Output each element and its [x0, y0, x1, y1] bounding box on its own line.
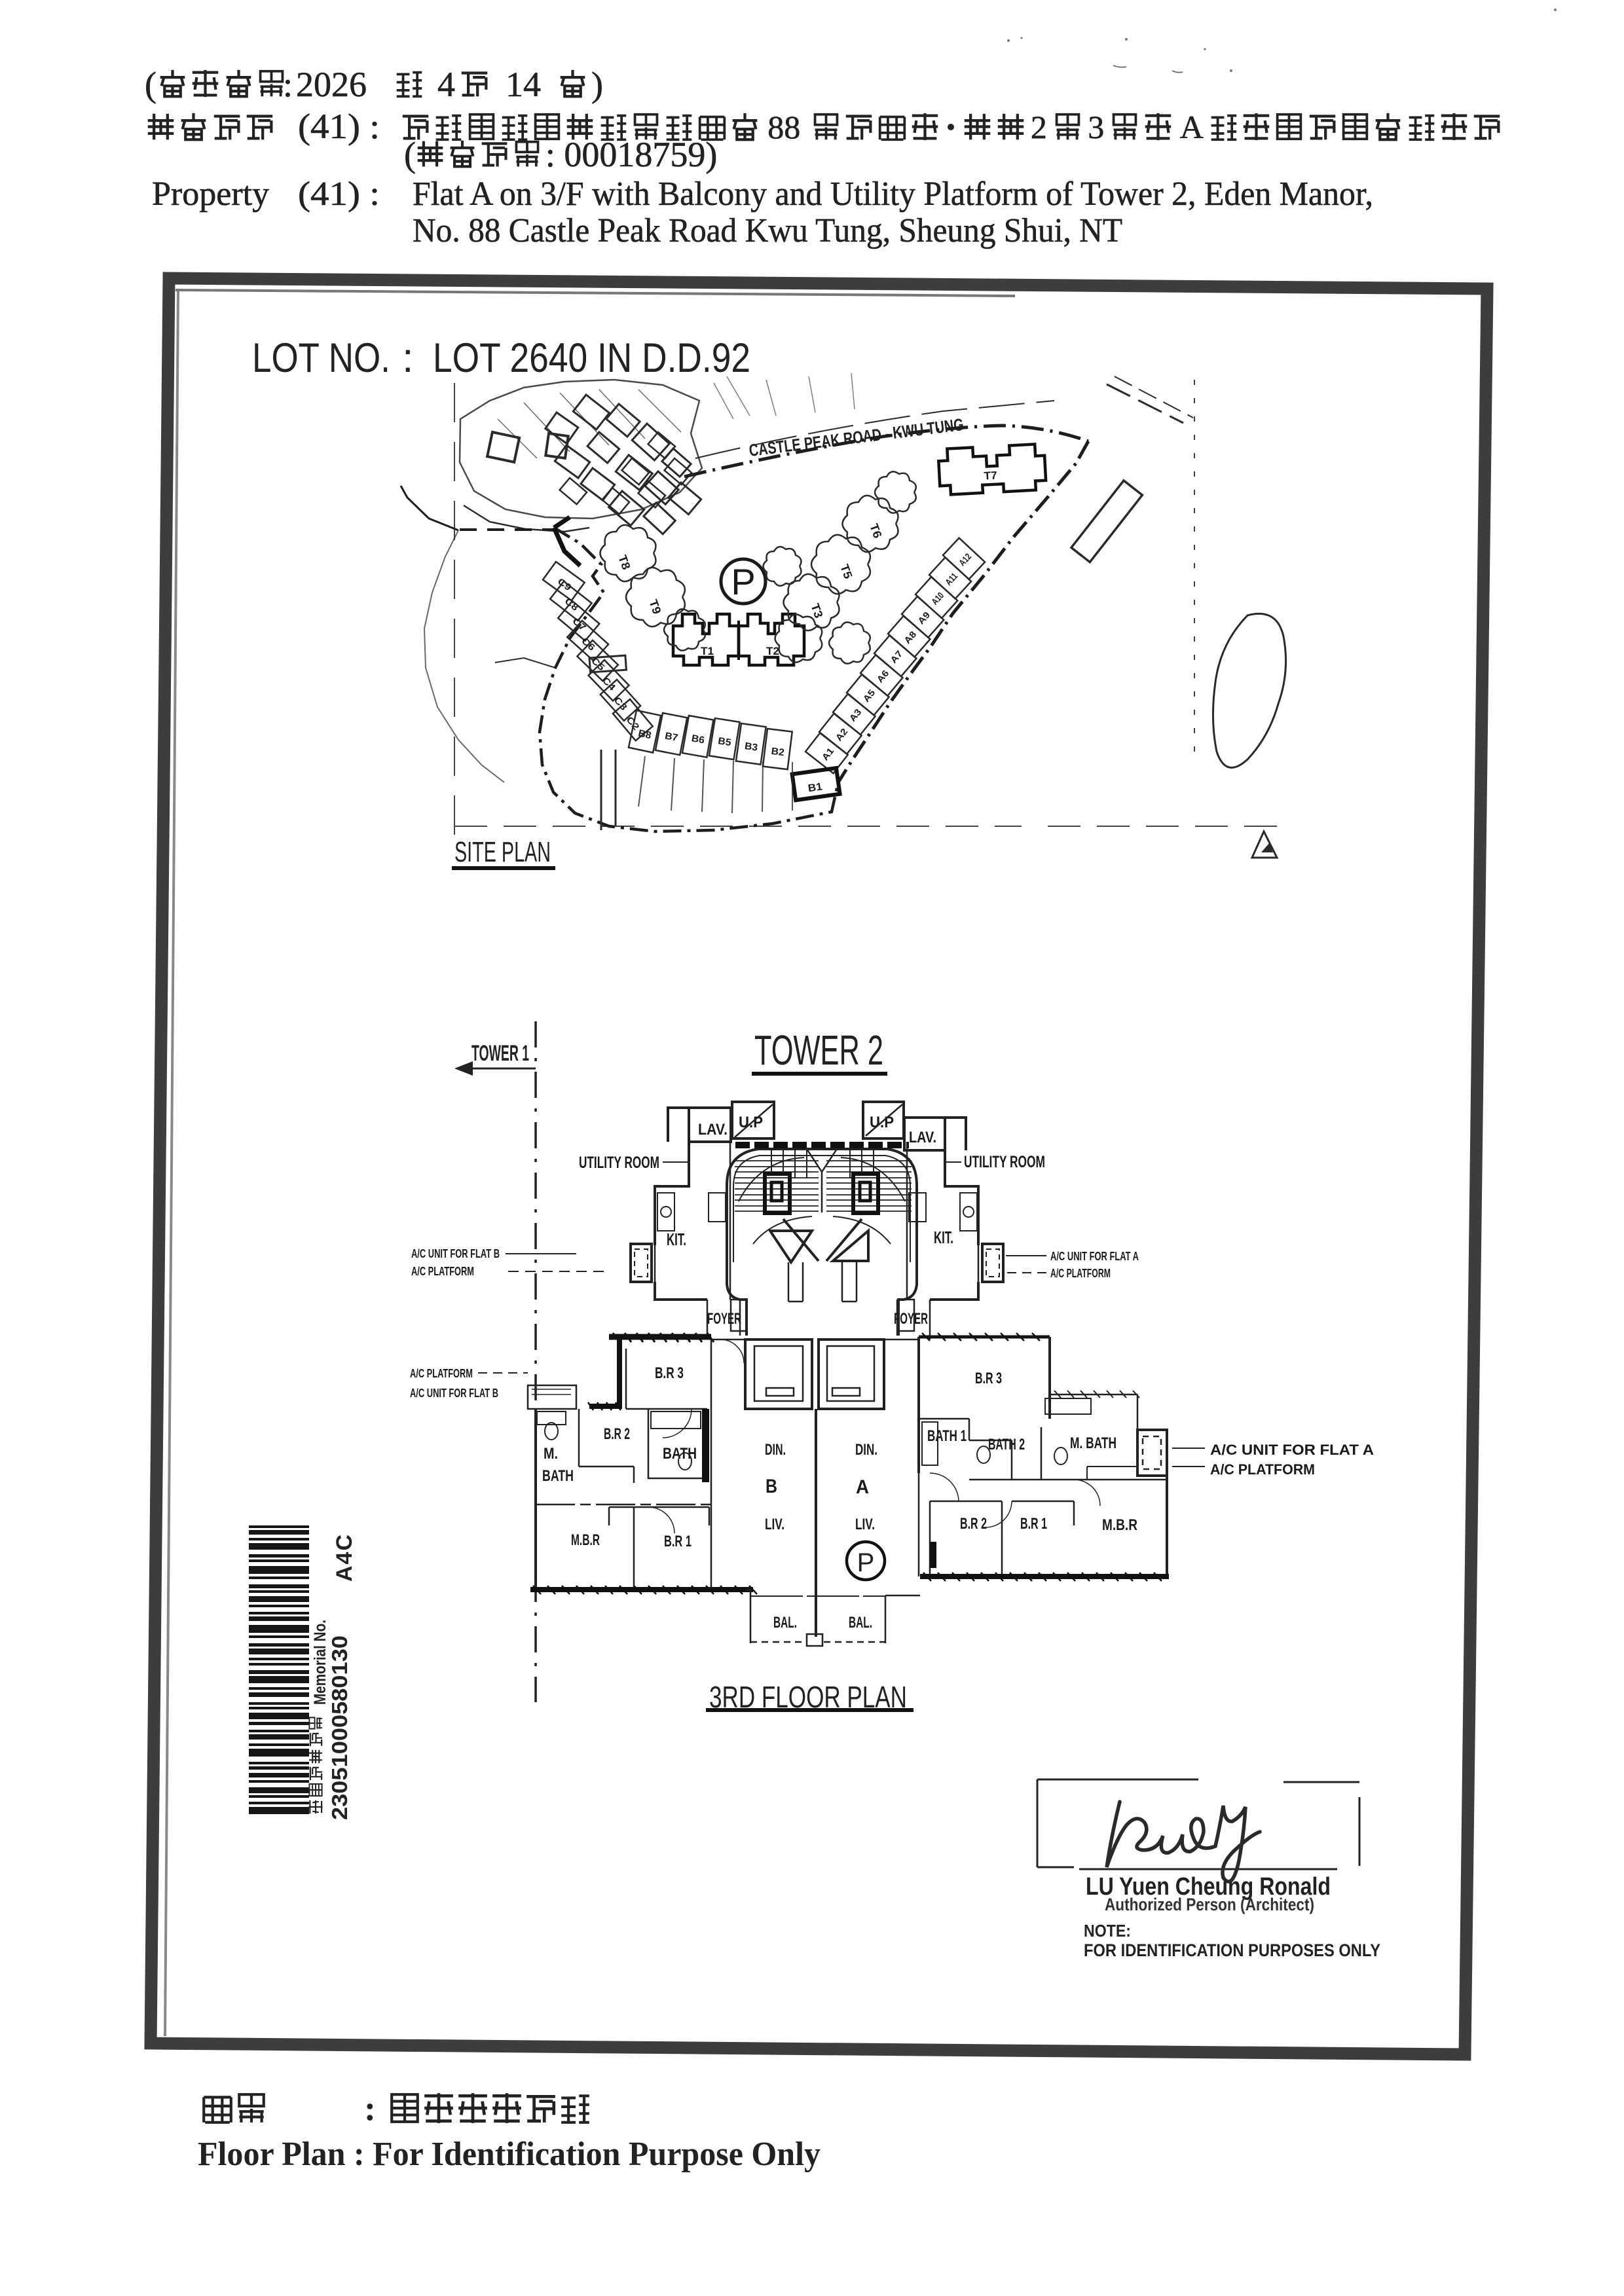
svg-text:LAV.: LAV.: [909, 1129, 936, 1146]
svg-text:A/C PLATFORM: A/C PLATFORM: [410, 1367, 473, 1380]
svg-text:M. BATH: M. BATH: [1070, 1434, 1116, 1452]
svg-text:LOT 2640 IN D.D.92: LOT 2640 IN D.D.92: [433, 335, 750, 381]
svg-text:A/C UNIT FOR FLAT B: A/C UNIT FOR FLAT B: [411, 1247, 500, 1260]
svg-text:14: 14: [506, 65, 541, 104]
svg-text:2: 2: [1031, 109, 1047, 145]
svg-text:88: 88: [767, 109, 800, 145]
svg-text:A/C UNIT FOR FLAT A: A/C UNIT FOR FLAT A: [1050, 1250, 1139, 1263]
svg-text:NOTE:: NOTE:: [1084, 1921, 1131, 1941]
svg-text:T1: T1: [701, 645, 714, 657]
svg-text:3: 3: [1088, 109, 1104, 145]
svg-text:M.B.R: M.B.R: [571, 1531, 600, 1549]
svg-text:B: B: [766, 1476, 777, 1497]
svg-text:B.R 3: B.R 3: [655, 1364, 684, 1382]
svg-text:B3: B3: [744, 740, 758, 754]
svg-text:(: (: [145, 65, 157, 104]
svg-text:DIN.: DIN.: [765, 1441, 786, 1459]
svg-text:A/C UNIT FOR FLAT B: A/C UNIT FOR FLAT B: [410, 1387, 498, 1400]
svg-text:A/C PLATFORM: A/C PLATFORM: [1210, 1461, 1315, 1478]
svg-text:P: P: [731, 561, 755, 602]
svg-text:KIT.: KIT.: [934, 1228, 953, 1247]
svg-text:(41) :: (41) :: [298, 107, 380, 146]
svg-text:LAV.: LAV.: [698, 1121, 728, 1139]
svg-text:): ): [591, 65, 603, 104]
svg-text:BAL.: BAL.: [849, 1614, 872, 1631]
svg-text:P: P: [857, 1548, 875, 1577]
svg-text::: :: [364, 2088, 376, 2128]
svg-text:M.B.R: M.B.R: [1102, 1516, 1137, 1534]
svg-text:B5: B5: [717, 735, 731, 748]
svg-text:UTILITY ROOM: UTILITY ROOM: [964, 1153, 1045, 1171]
svg-text:DIN.: DIN.: [855, 1441, 877, 1459]
svg-text:4: 4: [437, 65, 455, 104]
svg-text:TOWER 1: TOWER 1: [471, 1041, 529, 1066]
svg-text:A: A: [1180, 109, 1204, 145]
svg-text:A4C: A4C: [332, 1533, 357, 1582]
svg-text:B.R 3: B.R 3: [975, 1370, 1002, 1387]
svg-text:A/C UNIT FOR FLAT A: A/C UNIT FOR FLAT A: [1210, 1442, 1374, 1458]
svg-text:Memorial No.: Memorial No.: [311, 1620, 329, 1705]
svg-text:Property: Property: [152, 175, 269, 213]
svg-text::: :: [283, 65, 293, 104]
svg-text:B.R 2: B.R 2: [960, 1515, 987, 1533]
svg-text:B.R 2: B.R 2: [604, 1425, 630, 1443]
svg-text:2026: 2026: [296, 65, 367, 104]
svg-text:T7: T7: [984, 469, 997, 483]
svg-text:FOYER: FOYER: [894, 1310, 928, 1328]
svg-text:23051000580130: 23051000580130: [327, 1635, 352, 1820]
svg-text:(41) :: (41) :: [298, 175, 380, 213]
svg-text:BATH 1: BATH 1: [927, 1427, 967, 1445]
svg-text:B.R 1: B.R 1: [1020, 1515, 1047, 1533]
svg-text:B8: B8: [637, 728, 652, 742]
svg-text:Flat A on 3/F with Balcony and: Flat A on 3/F with Balcony and Utility P…: [413, 175, 1373, 213]
svg-text:A/C PLATFORM: A/C PLATFORM: [1050, 1267, 1111, 1280]
svg-text:A: A: [856, 1476, 869, 1498]
svg-text:Authorized Person (Architect): Authorized Person (Architect): [1105, 1895, 1314, 1914]
svg-text::: :: [402, 335, 414, 381]
svg-text:BAL.: BAL.: [773, 1614, 797, 1631]
svg-text:LIV.: LIV.: [765, 1516, 784, 1533]
svg-text:(: (: [404, 135, 416, 174]
svg-text:No. 88 Castle Peak Road Kwu Tu: No. 88 Castle Peak Road Kwu Tung, Sheung…: [413, 212, 1122, 249]
svg-text:KIT.: KIT.: [667, 1230, 686, 1249]
svg-text:B1: B1: [807, 781, 823, 794]
svg-text:UTILITY ROOM: UTILITY ROOM: [579, 1154, 659, 1172]
svg-text:BATH 2: BATH 2: [988, 1436, 1025, 1453]
svg-text:LU Yuen Cheung Ronald: LU Yuen Cheung Ronald: [1086, 1873, 1331, 1901]
svg-text:SITE PLAN: SITE PLAN: [454, 836, 551, 868]
svg-text:: 00018759): : 00018759): [545, 135, 718, 174]
svg-text:FOR IDENTIFICATION PURPOSES ON: FOR IDENTIFICATION PURPOSES ONLY: [1084, 1941, 1380, 1960]
svg-text:A/C PLATFORM: A/C PLATFORM: [411, 1265, 474, 1278]
svg-text:B7: B7: [664, 730, 679, 744]
svg-text:TOWER 2: TOWER 2: [754, 1027, 883, 1074]
svg-text:M.: M.: [544, 1445, 558, 1463]
svg-text:LIV.: LIV.: [855, 1516, 875, 1533]
svg-text:B2: B2: [771, 746, 785, 758]
svg-text:Floor Plan : For Identificatio: Floor Plan : For Identification Purpose …: [198, 2136, 821, 2173]
svg-text:LOT NO.: LOT NO.: [252, 335, 390, 381]
svg-text:B6: B6: [691, 733, 706, 746]
svg-text:T2: T2: [766, 645, 779, 657]
svg-text:BATH: BATH: [542, 1467, 574, 1485]
svg-text:FOYER: FOYER: [707, 1310, 741, 1328]
svg-text:B.R 1: B.R 1: [664, 1533, 692, 1550]
